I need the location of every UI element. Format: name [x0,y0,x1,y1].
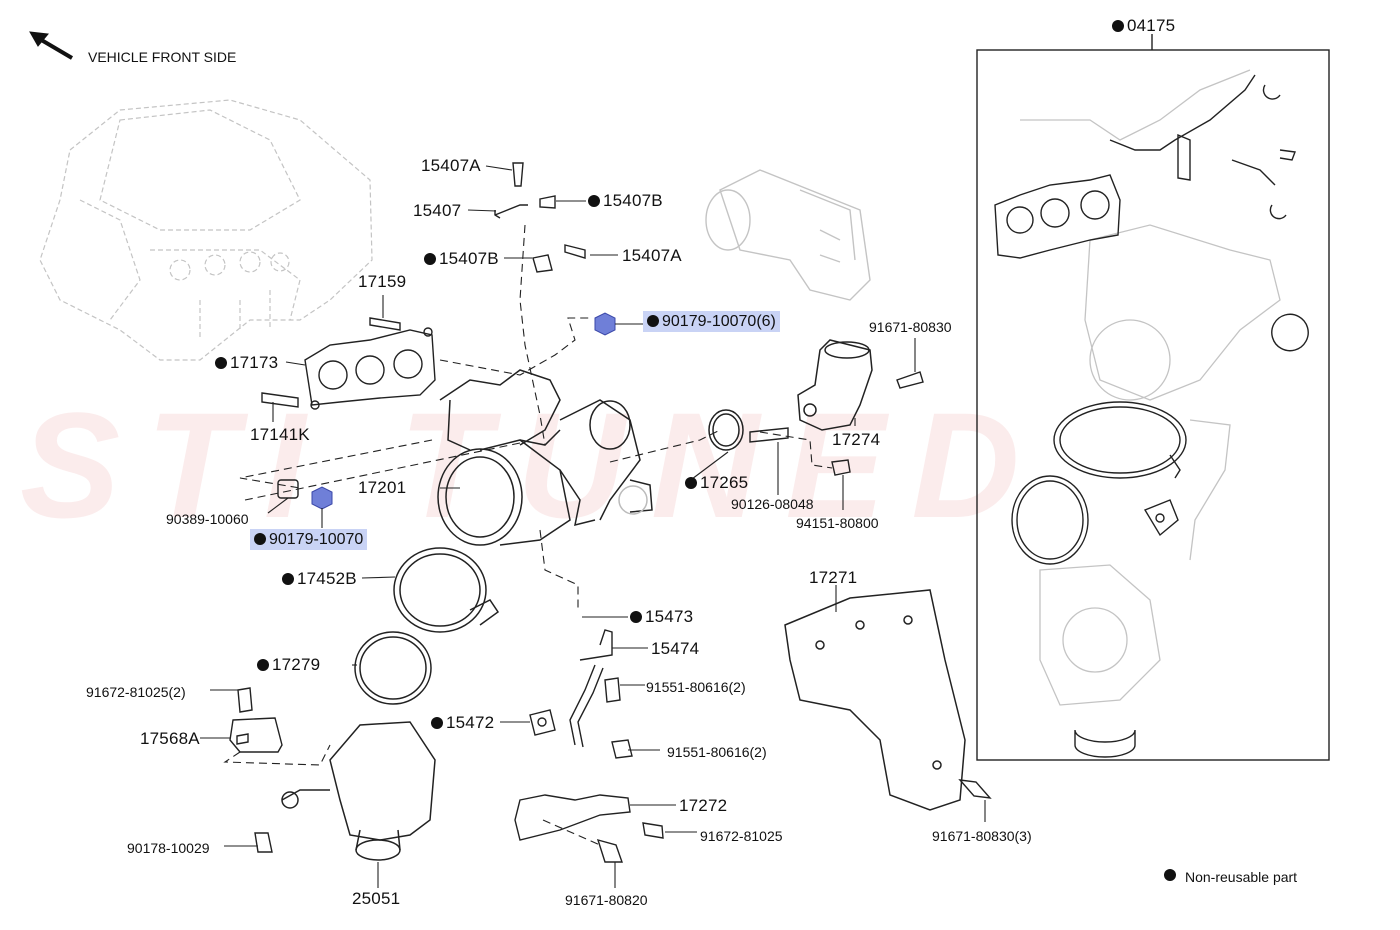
non-reusable-dot [424,253,436,265]
bracket-17272 [514,794,631,841]
part-label-17159[interactable]: 17159 [358,272,407,291]
part-label-17173[interactable]: 17173 [215,354,278,372]
non-reusable-dot [647,315,659,327]
studs [261,317,789,443]
part-label-91672-81025-2[interactable]: 91672-81025(2) [86,684,186,700]
part-label-17568a[interactable]: 17568A [140,729,200,748]
gasket-17279 [354,631,432,705]
part-label-17141k[interactable]: 17141K [250,425,310,444]
kit-ghost-parts [1020,69,1281,706]
intake-pipe-ghost [705,169,871,301]
part-label-94151-80800[interactable]: 94151-80800 [796,515,879,531]
part-label-15474[interactable]: 15474 [651,639,700,658]
non-reusable-dot [282,573,294,585]
part-label-15407a-top[interactable]: 15407A [421,156,481,175]
kit-box [976,34,1330,761]
non-reusable-dot [1112,20,1124,32]
non-reusable-dot [685,477,697,489]
engine-ghost [39,99,373,361]
part-label-15407[interactable]: 15407 [413,201,462,220]
direction-arrow [29,31,74,60]
part-label-15407a-right[interactable]: 15407A [622,246,682,265]
part-label-17265[interactable]: 17265 [685,474,748,492]
legend-label: Non-reusable part [1185,869,1298,885]
clamp-17452b [393,547,500,633]
part-label-15473[interactable]: 15473 [630,608,693,626]
non-reusable-dot [257,659,269,671]
leader-lines [200,165,986,888]
part-label-17274[interactable]: 17274 [832,430,881,449]
part-label-25051[interactable]: 25051 [352,889,401,908]
kit-label[interactable]: 04175 [1112,17,1175,35]
part-label-90179-10070-6[interactable]: 90179-10070(6) [643,311,780,332]
non-reusable-dot [588,195,600,207]
part-label-90389-10060[interactable]: 90389-10060 [166,511,249,527]
part-label-91551-80616-2a[interactable]: 91551-80616(2) [646,679,746,695]
part-label-91671-80830-3[interactable]: 91671-80830(3) [932,828,1032,844]
part-label-17201[interactable]: 17201 [358,478,407,497]
part-label-90126-08048[interactable]: 90126-08048 [731,496,814,512]
part-label-90179-10070[interactable]: 90179-10070 [250,529,368,550]
kit-parts [994,74,1309,758]
line-15407 [494,162,586,273]
pipe-15474 [529,629,613,748]
manifold-17271 [784,589,966,811]
elbow-17274 [797,339,873,431]
non-reusable-dot [254,533,266,545]
part-label-91671-80820[interactable]: 91671-80820 [565,892,648,908]
part-label-17272[interactable]: 17272 [679,796,728,815]
part-label-17279[interactable]: 17279 [257,656,320,674]
dashed-lines [223,224,833,846]
insulator-17568a [229,717,283,753]
turbocharger [437,369,653,546]
part-label-91551-80616-2b[interactable]: 91551-80616(2) [667,744,767,760]
part-label-17271[interactable]: 17271 [809,568,858,587]
part-label-91671-80830[interactable]: 91671-80830 [869,319,952,335]
highlighted-nuts [311,312,616,510]
converter-25051 [281,721,436,861]
part-label-15472[interactable]: 15472 [431,714,494,732]
non-reusable-dot [431,717,443,729]
part-label-90178-10029[interactable]: 90178-10029 [127,840,210,856]
part-label-17452b[interactable]: 17452B [282,570,357,588]
legend-dot [1164,869,1176,881]
direction-label: VEHICLE FRONT SIDE [88,49,237,65]
part-label-15407b-right[interactable]: 15407B [588,192,663,210]
part-label-15407b-left[interactable]: 15407B [424,250,499,268]
gasket-17173 [304,327,436,410]
non-reusable-dot [630,611,642,623]
non-reusable-dot [215,357,227,369]
ring-17265 [708,409,744,451]
part-label-91672-81025[interactable]: 91672-81025 [700,828,783,844]
